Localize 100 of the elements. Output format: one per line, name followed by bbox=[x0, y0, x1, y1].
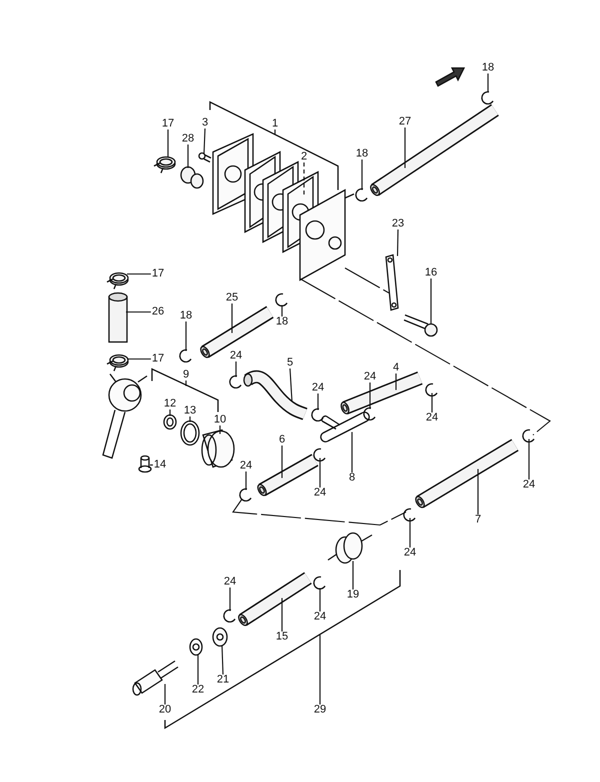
assembly-line bbox=[300, 278, 551, 436]
leader-line bbox=[231, 304, 233, 333]
hose-tube bbox=[415, 439, 519, 508]
leader-line bbox=[319, 588, 321, 612]
callout-number: 17 bbox=[150, 354, 166, 364]
leader-line bbox=[274, 130, 276, 135]
circlip bbox=[481, 91, 494, 105]
leader-line bbox=[361, 160, 363, 190]
pump-body bbox=[299, 188, 354, 282]
callout-number: 24 bbox=[402, 548, 418, 558]
callout-number: 3 bbox=[200, 118, 210, 128]
callout-number: 19 bbox=[346, 590, 360, 600]
callout-number: 27 bbox=[398, 116, 412, 128]
callout-number: 26 bbox=[150, 306, 166, 318]
leader-line bbox=[319, 635, 321, 704]
fuel-filter bbox=[327, 532, 373, 564]
leader-line bbox=[281, 598, 283, 632]
leader-line bbox=[245, 472, 247, 490]
leader-line bbox=[369, 382, 371, 409]
hose-tube bbox=[340, 372, 423, 414]
callout-number: 17 bbox=[150, 268, 166, 280]
leader-line bbox=[219, 426, 221, 434]
callout-number: 18 bbox=[274, 316, 290, 328]
circlip bbox=[275, 293, 288, 307]
callout-number: 12 bbox=[162, 398, 178, 410]
callout-number: 8 bbox=[348, 472, 356, 484]
leader-line bbox=[289, 368, 293, 402]
callout-number: 17 bbox=[160, 118, 176, 130]
leader-line bbox=[126, 311, 151, 313]
hose-tube bbox=[370, 104, 499, 196]
leader-line bbox=[127, 273, 151, 275]
leader-line bbox=[281, 305, 283, 316]
callout-number: 15 bbox=[274, 632, 290, 642]
leader-line bbox=[185, 322, 187, 351]
group-bracket bbox=[209, 100, 339, 190]
callout-number: 6 bbox=[278, 434, 286, 446]
circlip bbox=[355, 188, 368, 202]
callout-number: 23 bbox=[390, 218, 406, 230]
leader-line bbox=[352, 561, 354, 590]
callout-number: 13 bbox=[182, 406, 198, 416]
leader-line bbox=[281, 446, 283, 478]
assembly-line bbox=[344, 268, 390, 294]
circlip bbox=[239, 488, 252, 502]
callout-number: 22 bbox=[190, 684, 206, 696]
callout-number: 24 bbox=[228, 350, 244, 362]
leader-line bbox=[164, 684, 166, 704]
leader-line bbox=[477, 469, 479, 514]
circlip bbox=[179, 349, 192, 363]
circlip bbox=[425, 383, 438, 397]
callout-number: 16 bbox=[424, 268, 438, 278]
circlip bbox=[522, 429, 534, 443]
callout-number: 18 bbox=[354, 148, 370, 160]
leader-line bbox=[203, 128, 206, 154]
leader-line bbox=[127, 358, 151, 360]
callout-number: 2 bbox=[300, 152, 308, 162]
group-bracket bbox=[151, 368, 219, 412]
curved-hose bbox=[243, 370, 308, 420]
cap bbox=[180, 166, 204, 189]
screw bbox=[198, 152, 212, 163]
leader-line bbox=[150, 464, 153, 466]
callout-number: 9 bbox=[182, 370, 190, 380]
leader-line bbox=[187, 144, 189, 168]
callout-number: 18 bbox=[480, 62, 496, 74]
callout-number: 24 bbox=[312, 488, 328, 498]
o-ring bbox=[163, 414, 177, 430]
circlip bbox=[363, 407, 376, 421]
callout-number: 28 bbox=[180, 134, 196, 144]
callout-number: 24 bbox=[310, 382, 326, 394]
leader-line bbox=[396, 229, 399, 256]
callout-number: 24 bbox=[424, 412, 440, 424]
leader-line bbox=[221, 644, 224, 675]
callout-number: 24 bbox=[362, 372, 378, 382]
callout-number: 5 bbox=[286, 358, 294, 368]
fuel-cock bbox=[102, 373, 148, 459]
leader-line bbox=[409, 518, 411, 548]
leader-line bbox=[197, 654, 199, 684]
gasket-ring bbox=[180, 420, 200, 446]
callout-number: 25 bbox=[224, 292, 240, 304]
circlip bbox=[313, 448, 326, 462]
leader-line bbox=[430, 278, 432, 324]
circlip bbox=[229, 375, 242, 389]
leader-line bbox=[351, 432, 353, 472]
callout-number: 1 bbox=[270, 118, 280, 130]
leader-line bbox=[169, 410, 171, 416]
bolt bbox=[403, 314, 438, 337]
callout-number: 24 bbox=[522, 480, 536, 490]
leader-line bbox=[487, 74, 489, 92]
callout-number: 4 bbox=[392, 362, 400, 374]
hose-clamp bbox=[106, 272, 129, 290]
hose-clamp bbox=[153, 156, 176, 174]
assembly-line bbox=[232, 498, 406, 526]
bracket-strip bbox=[385, 254, 399, 311]
leader-line bbox=[167, 130, 169, 158]
hose-tube bbox=[238, 572, 312, 626]
screw bbox=[138, 455, 152, 473]
callout-number: 24 bbox=[238, 460, 254, 472]
t-joint bbox=[320, 412, 370, 442]
circlip bbox=[311, 408, 324, 422]
callout-number: 20 bbox=[158, 704, 172, 716]
callout-number: 14 bbox=[152, 460, 168, 470]
